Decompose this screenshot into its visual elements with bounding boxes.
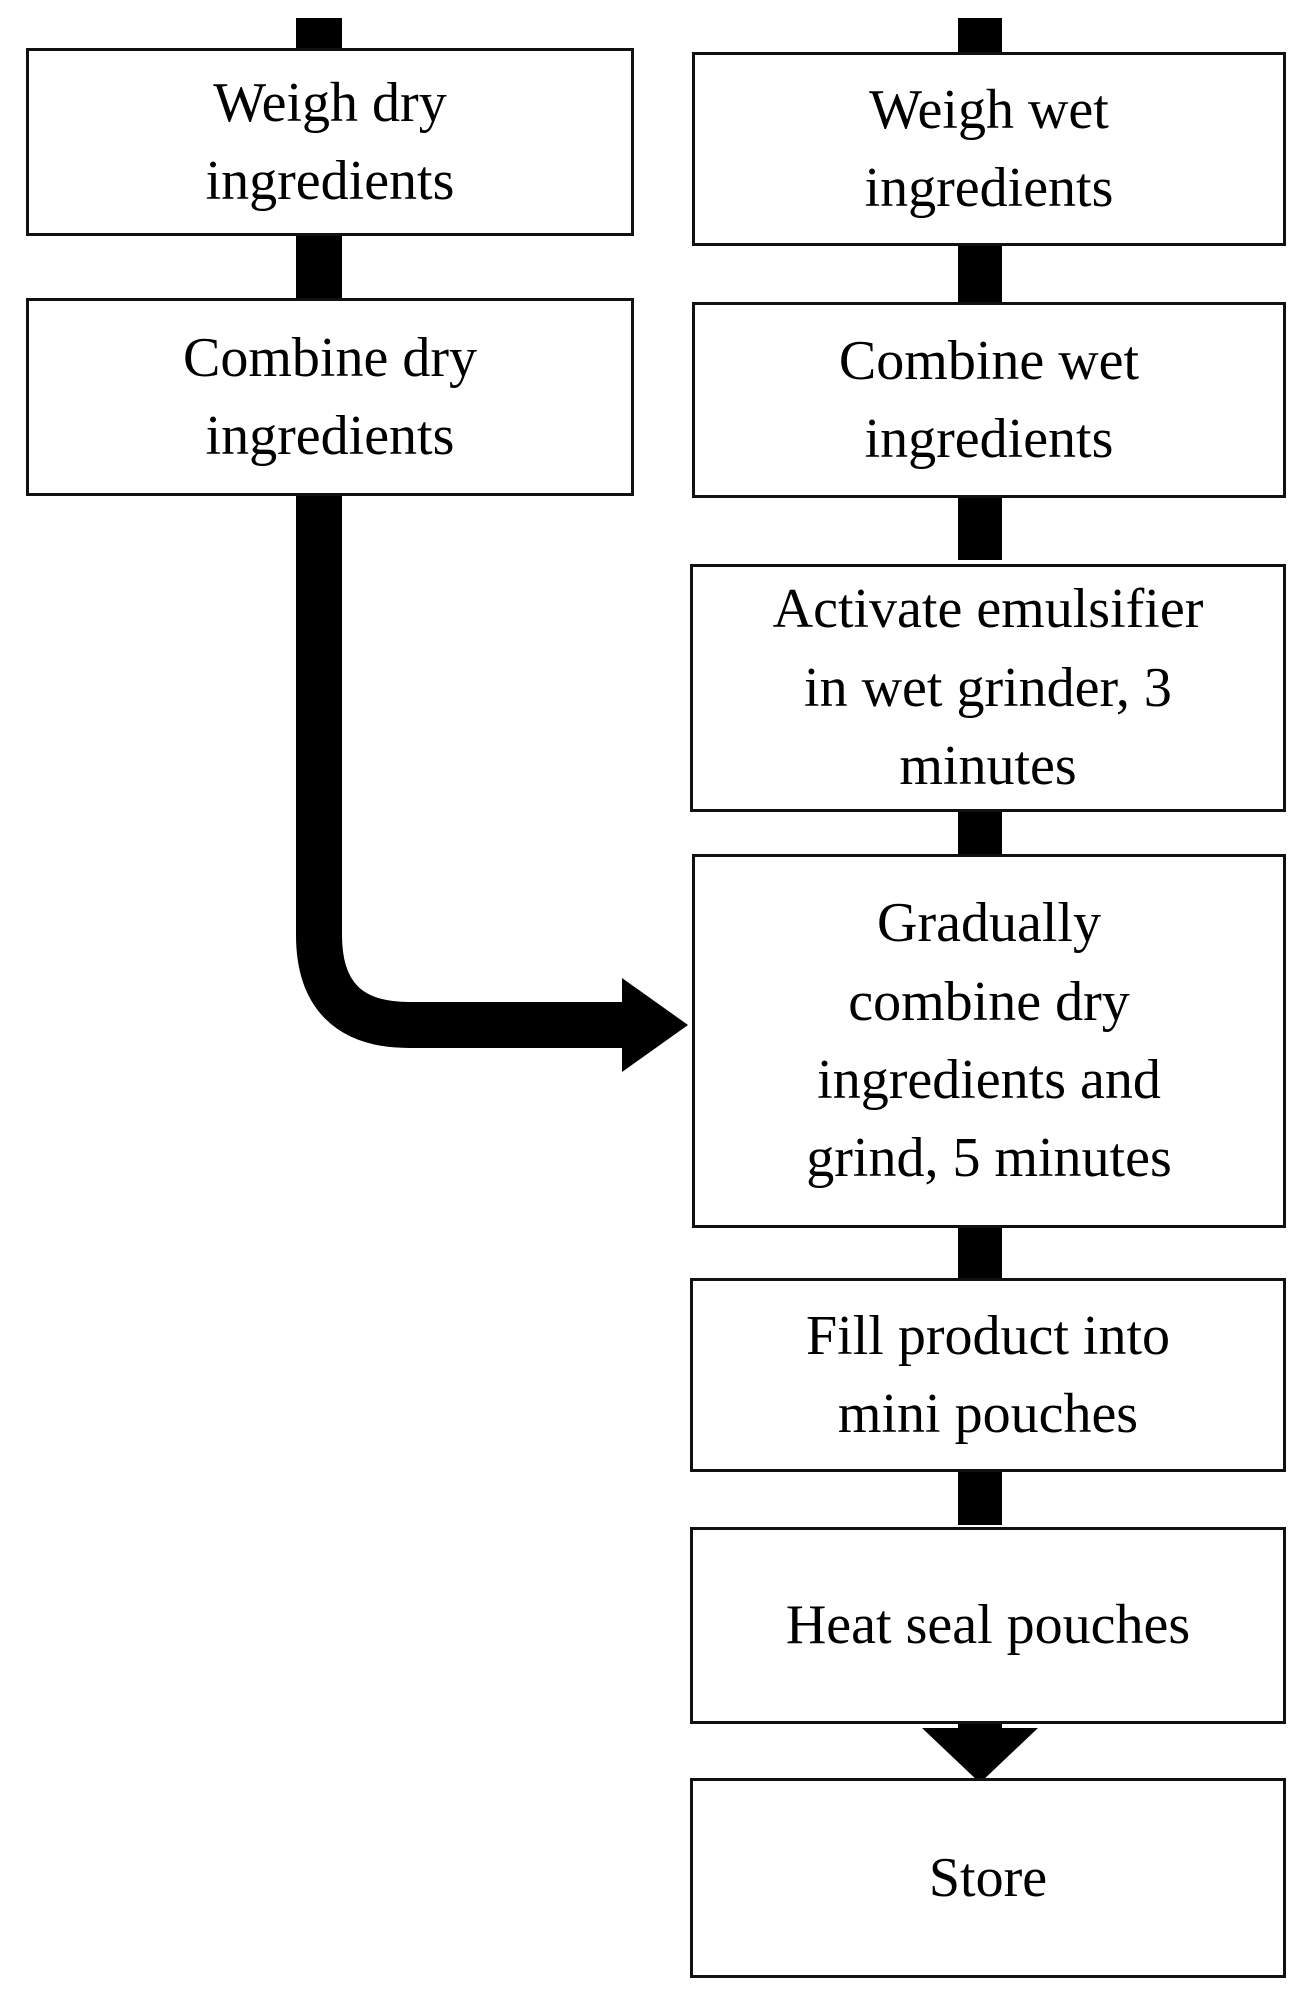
step-combine-wet-label: Combine wet ingredients [838, 329, 1140, 470]
step-combine-dry: Combine dry ingredients [26, 298, 634, 496]
step-combine-wet: Combine wet ingredients [692, 302, 1286, 498]
step-weigh-wet-label: Weigh wet ingredients [864, 78, 1114, 219]
step-activate-emulsifier: Activate emulsifier in wet grinder, 3 mi… [690, 564, 1286, 812]
store-arrowhead [922, 1728, 1038, 1783]
step-heat-seal: Heat seal pouches [690, 1527, 1286, 1724]
step-store-label: Store [928, 1846, 1048, 1909]
step-gradually-combine: Gradually combine dry ingredients and gr… [692, 854, 1286, 1228]
wet-trunk-5 [958, 1463, 1002, 1525]
step-weigh-dry: Weigh dry ingredients [26, 48, 634, 236]
step-activate-emulsifier-label: Activate emulsifier in wet grinder, 3 mi… [772, 578, 1204, 798]
step-fill-product-label: Fill product into mini pouches [806, 1304, 1170, 1445]
step-store: Store [690, 1778, 1286, 1978]
step-gradually-combine-label: Gradually combine dry ingredients and gr… [806, 892, 1172, 1190]
step-weigh-dry-label: Weigh dry ingredients [205, 71, 455, 212]
step-weigh-wet: Weigh wet ingredients [692, 52, 1286, 246]
dry-trunk-middle [296, 228, 342, 298]
dry-to-combine-arrowhead [622, 978, 688, 1072]
wet-trunk-2 [958, 490, 1002, 560]
step-combine-dry-label: Combine dry ingredients [183, 326, 477, 467]
step-heat-seal-label: Heat seal pouches [785, 1594, 1191, 1657]
wet-trunk-3 [958, 804, 1002, 854]
wet-trunk-1 [958, 238, 1002, 308]
wet-trunk-4 [958, 1222, 1002, 1284]
dry-to-combine-arrow-shaft [296, 490, 625, 1048]
step-fill-product: Fill product into mini pouches [690, 1278, 1286, 1472]
